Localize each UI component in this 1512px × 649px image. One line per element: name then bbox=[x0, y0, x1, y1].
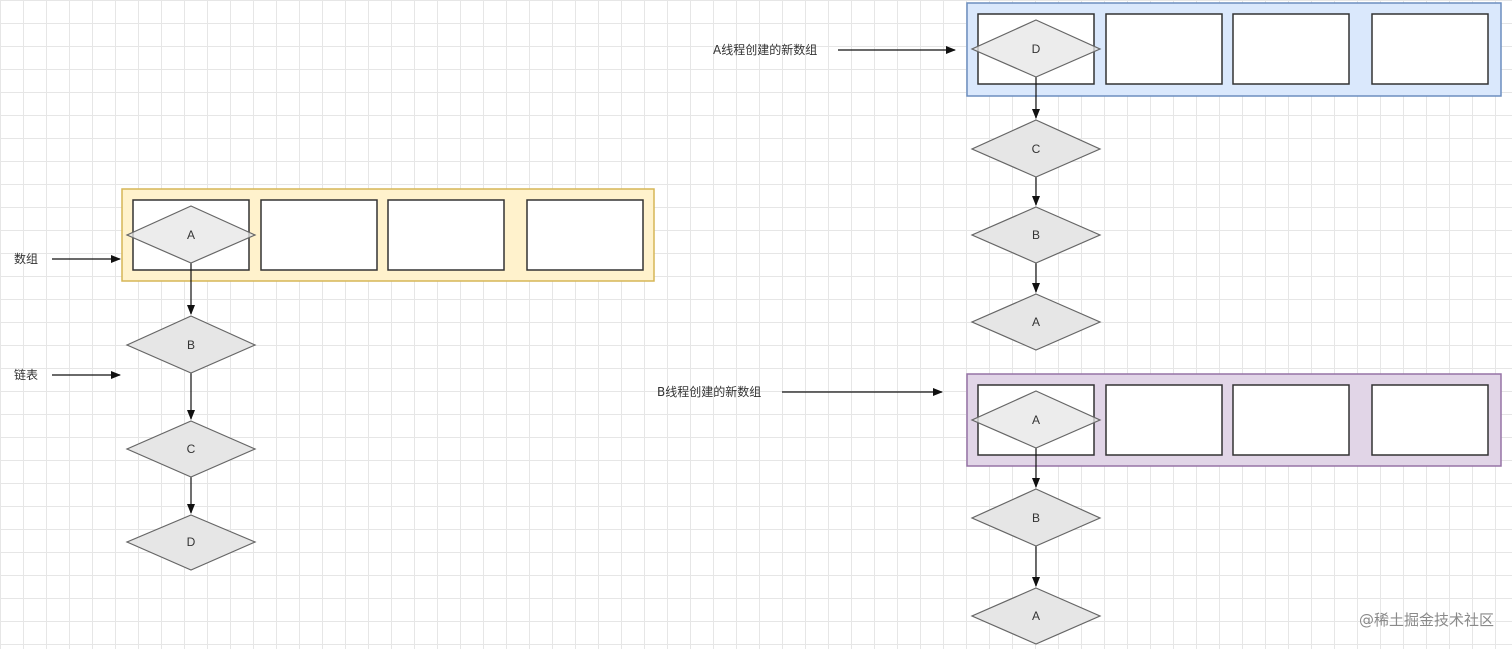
array-cell bbox=[1371, 13, 1489, 85]
list-node-label: D bbox=[1032, 42, 1041, 56]
list-node-label: B bbox=[187, 338, 195, 352]
list-node-diamond bbox=[970, 293, 1102, 351]
array-cell bbox=[1232, 13, 1350, 85]
list-node-label: A bbox=[1032, 413, 1040, 427]
linked-list-label: 链表 bbox=[14, 367, 38, 382]
list-node-diamond bbox=[125, 514, 257, 571]
list-node-label: A bbox=[1032, 315, 1040, 329]
array-cell bbox=[387, 199, 505, 271]
array-label: 数组 bbox=[14, 251, 38, 266]
list-node-label: B bbox=[1032, 511, 1040, 525]
list-node-label: B bbox=[1032, 228, 1040, 242]
watermark: @稀土掘金技术社区 bbox=[1359, 611, 1494, 629]
list-node-diamond bbox=[970, 587, 1102, 645]
array-cell bbox=[526, 199, 644, 271]
list-node-diamond bbox=[125, 205, 257, 264]
array-cell bbox=[260, 199, 378, 271]
list-node-diamond bbox=[970, 19, 1102, 78]
list-node-diamond bbox=[970, 206, 1102, 264]
list-node-diamond bbox=[970, 119, 1102, 178]
list-node-diamond bbox=[970, 390, 1102, 449]
list-node-label: C bbox=[187, 442, 196, 456]
list-node-label: A bbox=[1032, 609, 1040, 623]
thread-a-array-label: A线程创建的新数组 bbox=[713, 42, 817, 57]
list-node-diamond bbox=[125, 315, 257, 374]
list-node-label: A bbox=[187, 228, 195, 242]
list-node-diamond bbox=[970, 488, 1102, 547]
array-cell bbox=[1105, 384, 1223, 456]
list-node-diamond bbox=[125, 420, 257, 478]
list-node-label: C bbox=[1032, 142, 1041, 156]
array-cell bbox=[1371, 384, 1489, 456]
array-cell bbox=[1232, 384, 1350, 456]
thread-b-array-label: B线程创建的新数组 bbox=[657, 384, 761, 399]
array-cell bbox=[1105, 13, 1223, 85]
list-node-label: D bbox=[187, 535, 196, 549]
